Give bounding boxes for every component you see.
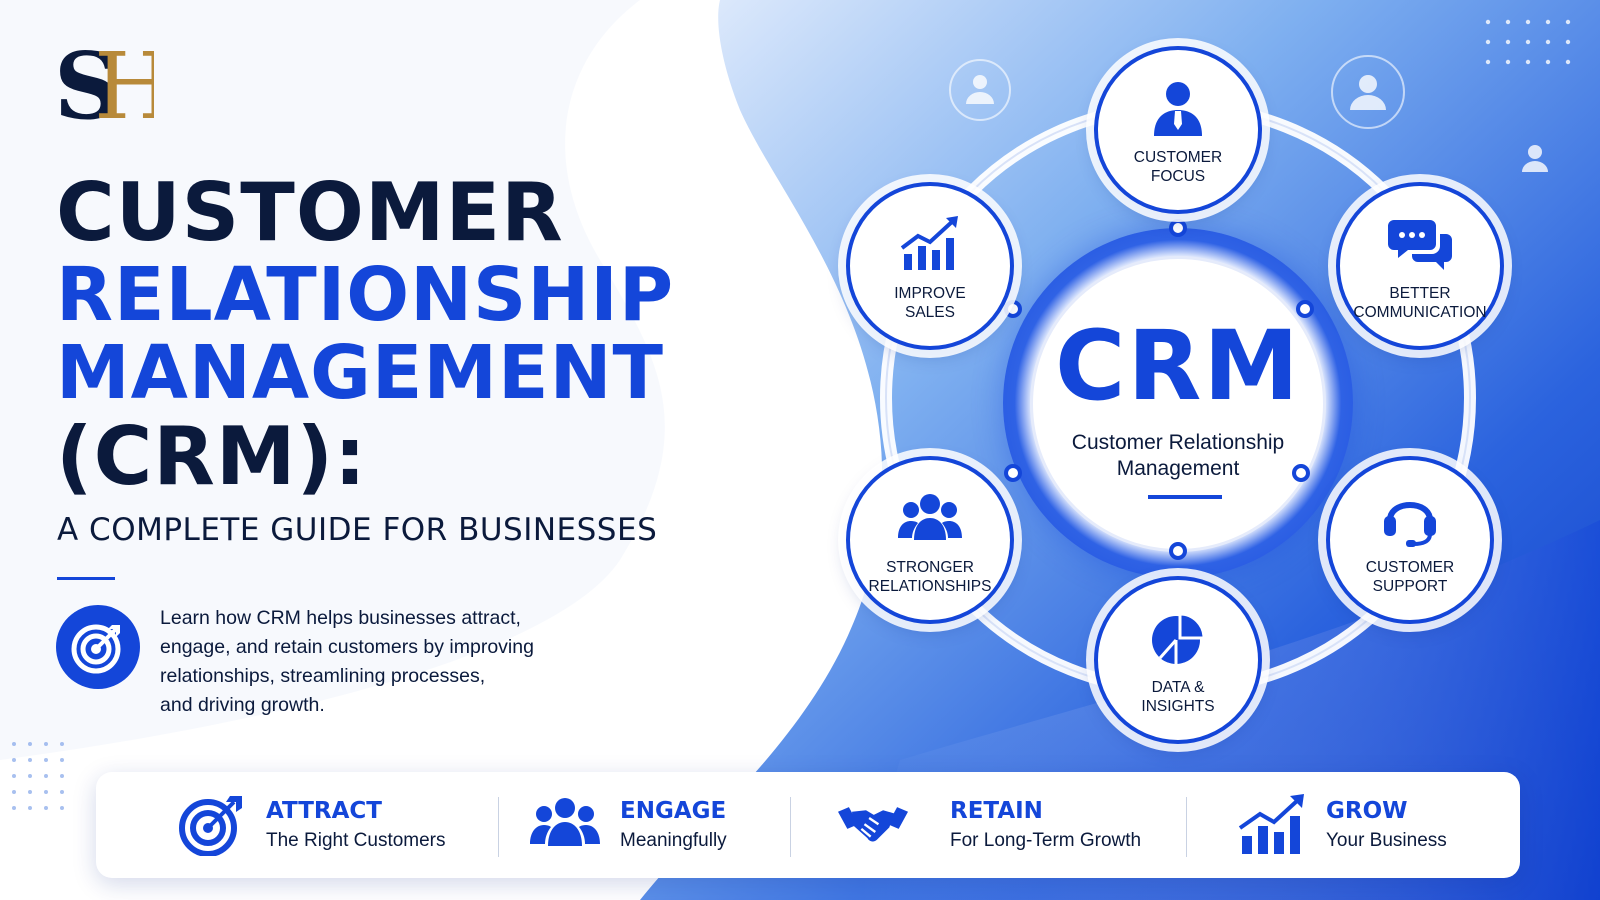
target-icon	[56, 605, 140, 689]
growth-chart-icon	[1238, 794, 1308, 856]
headset-icon	[1378, 488, 1442, 548]
node-label-line: INSIGHTS	[1141, 698, 1215, 715]
headline-line-1: CUSTOMER	[56, 166, 564, 259]
connector-dot	[1292, 464, 1310, 482]
node-customer-support: CUSTOMER SUPPORT	[1326, 456, 1494, 624]
description-line: engage, and retain customers by improvin…	[160, 636, 534, 658]
connector-dot	[1169, 219, 1187, 237]
team-icon	[898, 488, 962, 548]
headline-line-2: RELATIONSHIP	[56, 252, 675, 338]
separator	[498, 797, 499, 857]
target-icon	[176, 794, 246, 857]
pillar-title: RETAIN	[950, 798, 1043, 824]
page-subtitle: A COMPLETE GUIDE FOR BUSINESSES	[57, 512, 658, 548]
headline-line-3: MANAGEMENT	[56, 330, 664, 416]
node-label-line: IMPROVE	[894, 285, 966, 302]
connector-dot	[1296, 300, 1314, 318]
pillar-title: ENGAGE	[620, 798, 727, 824]
pillar-subtitle: For Long-Term Growth	[950, 830, 1142, 851]
node-customer-focus: CUSTOMER FOCUS	[1094, 46, 1262, 214]
node-stronger-relationships: STRONGER RELATIONSHIPS	[846, 456, 1014, 624]
node-label-line: RELATIONSHIPS	[868, 578, 992, 595]
pillar-subtitle: Meaningfully	[620, 830, 727, 851]
node-label-line: BETTER	[1389, 285, 1451, 302]
node-label-line: COMMUNICATION	[1353, 304, 1487, 321]
crm-subtitle-line: Management	[1116, 457, 1240, 480]
node-label-line: CUSTOMER	[1365, 559, 1455, 576]
headline-line-4: (CRM):	[56, 410, 368, 503]
pillar-subtitle: Your Business	[1326, 830, 1447, 851]
team-icon	[530, 794, 600, 856]
pillar-title: ATTRACT	[266, 798, 382, 824]
crm-title: CRM	[1055, 310, 1301, 422]
connector-dot	[1169, 542, 1187, 560]
divider	[57, 577, 115, 580]
node-improve-sales: IMPROVE SALES	[846, 182, 1014, 350]
pie-chart-icon	[1146, 608, 1210, 668]
description-line: relationships, streamlining processes,	[160, 665, 486, 687]
node-label-line: SALES	[905, 304, 955, 321]
pillar-title: GROW	[1326, 798, 1408, 824]
brand-logo: S H	[54, 32, 174, 140]
svg-text:H: H	[94, 34, 154, 130]
growth-chart-icon	[898, 214, 962, 274]
handshake-icon	[838, 794, 908, 856]
crm-underline	[1148, 495, 1222, 499]
crm-hub-center	[1030, 256, 1326, 552]
description-text: Learn how CRM helps businesses attract, …	[160, 604, 580, 720]
description-line: and driving growth.	[160, 694, 325, 716]
connector-dot	[1004, 300, 1022, 318]
chat-bubbles-icon	[1388, 214, 1452, 274]
node-label-line: SUPPORT	[1372, 578, 1448, 595]
node-label-line: DATA &	[1151, 679, 1205, 696]
node-better-communication: BETTER COMMUNICATION	[1336, 182, 1504, 350]
svg-text:S: S	[54, 34, 120, 130]
node-label-line: CUSTOMER	[1133, 149, 1223, 166]
pillar-subtitle: The Right Customers	[266, 830, 446, 851]
description-line: Learn how CRM helps businesses attract,	[160, 607, 521, 629]
pillars-bar	[96, 772, 1520, 878]
crm-subtitle: Customer Relationship Management	[1030, 430, 1326, 482]
node-data-insights: DATA & INSIGHTS	[1094, 576, 1262, 744]
user-tie-icon	[1146, 78, 1210, 138]
crm-subtitle-line: Customer Relationship	[1071, 431, 1285, 454]
separator	[790, 797, 791, 857]
separator	[1186, 797, 1187, 857]
connector-dot	[1004, 464, 1022, 482]
node-label-line: STRONGER	[886, 559, 974, 576]
node-label-line: FOCUS	[1150, 168, 1206, 185]
